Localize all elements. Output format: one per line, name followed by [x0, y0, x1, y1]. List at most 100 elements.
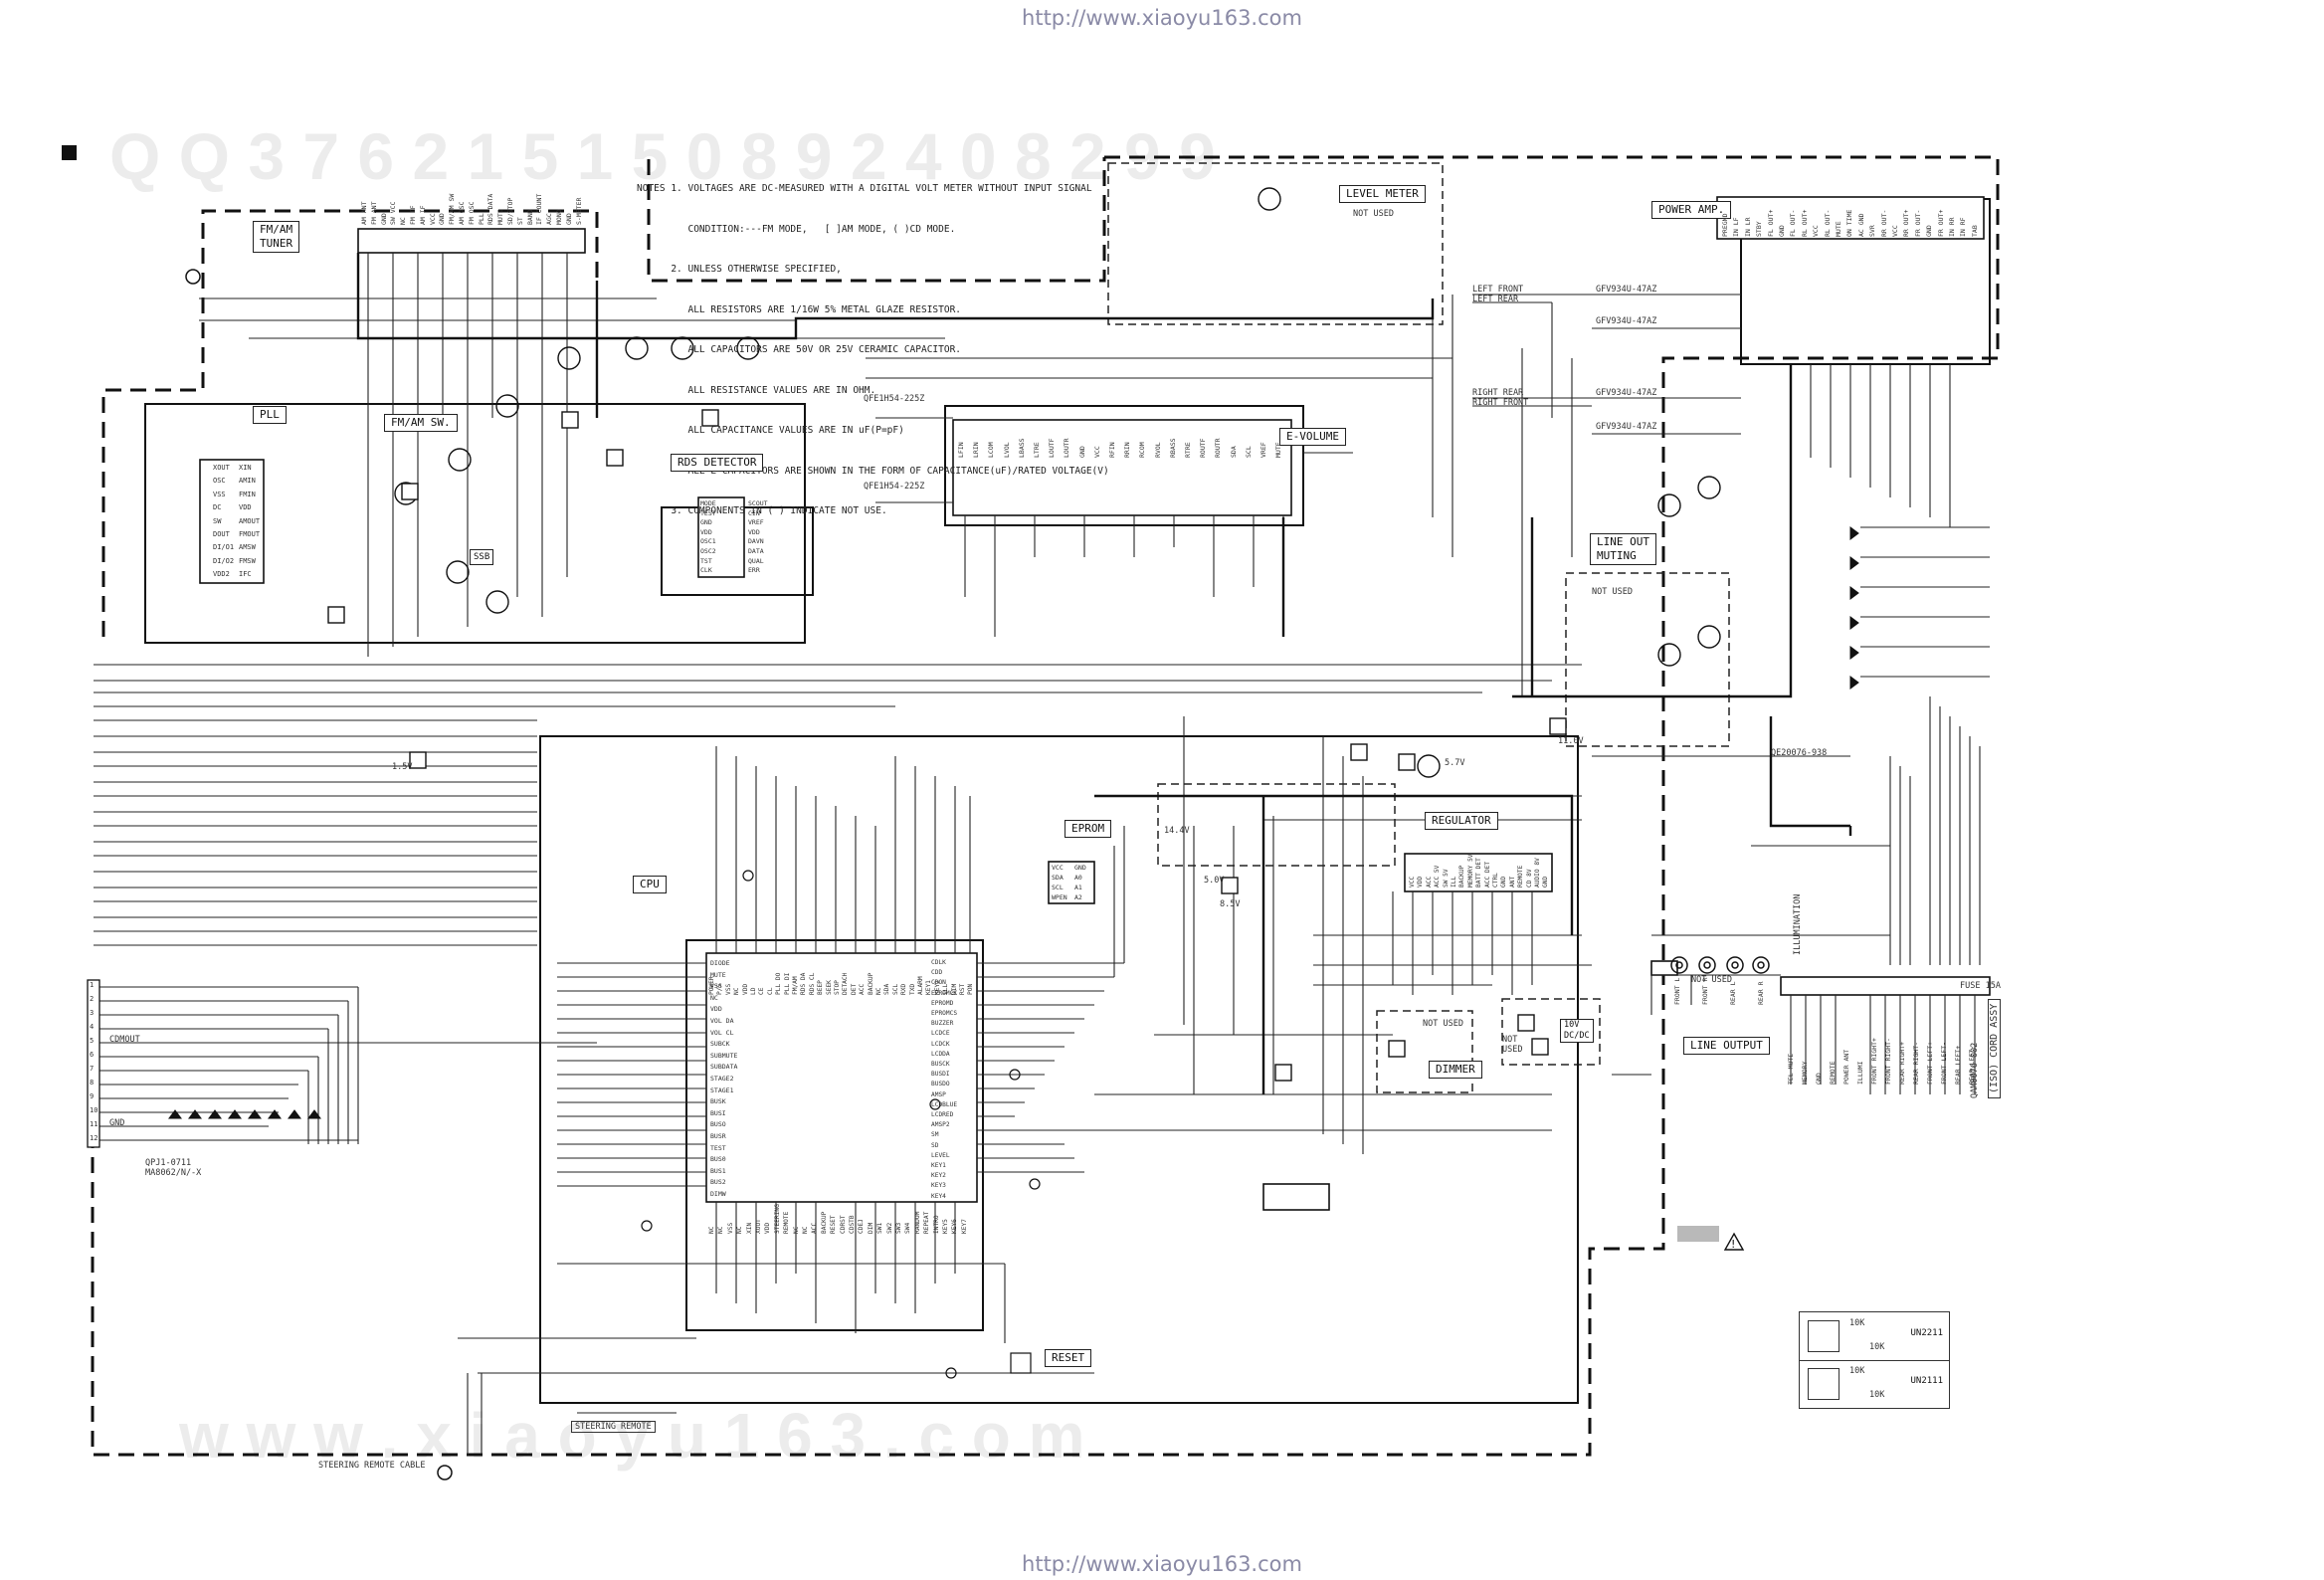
- pin-label: BUSDO: [931, 1081, 950, 1088]
- pin-label: KEY7: [960, 1219, 968, 1234]
- pin-label: ILLUMI: [1856, 1061, 1864, 1085]
- pin-label: ACC: [859, 983, 867, 995]
- pin-label: BUSDI: [931, 1071, 950, 1079]
- pin-label: STEERING: [773, 1204, 781, 1234]
- legend-resistor-value: 10K: [1849, 1366, 1865, 1376]
- pin-label: 9: [90, 1092, 95, 1100]
- transistor-legend: 10K 10K UN2211 10K 10K UN2111: [1799, 1311, 1950, 1409]
- pin-label: FRONT LEFT-: [1940, 1041, 1948, 1085]
- pin-label: TEST: [710, 1143, 726, 1152]
- pin-label: LBASS: [1017, 438, 1026, 458]
- pin-label: PLL DI: [783, 972, 791, 995]
- legend-resistor-value: 10K: [1869, 1390, 1885, 1400]
- pin-label: RDS DATA: [486, 193, 495, 225]
- pin-label: VREF: [1259, 442, 1267, 458]
- label-right-front: RIGHT FRONT: [1472, 398, 1529, 408]
- note-line: 3. COMPONENTS IN ( ) INDICATE NOT USE.: [637, 505, 887, 516]
- pin-label: LD: [750, 987, 757, 995]
- pin-label: VOL CL: [710, 1028, 734, 1037]
- pin-label: MODE: [700, 499, 716, 507]
- digital-transistor-symbol: [1808, 1368, 1840, 1400]
- pin-label: BUSO: [710, 1120, 726, 1129]
- pin-label: 5: [90, 1037, 95, 1045]
- pin-label: SDA: [1052, 874, 1064, 882]
- note-line: ALL RESISTANCE VALUES ARE IN OHM.: [637, 384, 876, 396]
- pin-label: VCC: [1092, 446, 1101, 458]
- voltage-label: 1.5V: [392, 762, 413, 772]
- watermark-bottom: w w w . x i a o y u 1 6 3 . c o m: [178, 1400, 1085, 1472]
- block-cpu: CPU: [633, 876, 667, 893]
- pin-label: SCOUT: [748, 499, 768, 507]
- pin-label: BUS0: [710, 1155, 726, 1164]
- pin-label: BACKUP: [867, 972, 874, 995]
- pin-label: VDD: [239, 503, 252, 512]
- pin-label: RANDOM: [913, 1211, 921, 1234]
- pin-label: CDLK: [931, 959, 946, 966]
- pin-label: CDSTB: [849, 1215, 856, 1234]
- label-part: GFV934U-47AZ: [1596, 285, 1657, 295]
- label-not-used: NOT USED: [1691, 975, 1732, 985]
- pin-label: 10: [90, 1106, 98, 1114]
- pin-label: GND: [1074, 864, 1086, 872]
- pin-label: REAR R: [1757, 981, 1765, 1005]
- pin-label: BUSI: [710, 1108, 726, 1117]
- pin-label: REAR LEFT+: [1954, 1045, 1962, 1085]
- pin-label: SW1: [876, 1222, 884, 1234]
- pin-label: SW: [213, 516, 222, 525]
- note-line: ALL CAPACITANCE VALUES ARE IN uF(P=pF): [637, 425, 904, 436]
- voltage-label: 5.0V: [1204, 876, 1225, 886]
- pin-label: OSC2: [700, 547, 716, 555]
- note-line: NOTES 1. VOLTAGES ARE DC-MEASURED WITH A…: [637, 183, 1092, 194]
- pin-label: CE: [758, 987, 766, 995]
- label-part-no: QPJ1-0711 MA8062/N/-X: [145, 1158, 202, 1178]
- block-line-output: LINE OUTPUT: [1683, 1037, 1770, 1055]
- pin-label: STAGE1: [710, 1086, 734, 1094]
- pin-label: IN LR: [1743, 217, 1752, 237]
- label-illumination: ILLUMINATION: [1793, 893, 1803, 955]
- pin-label: BATT DET: [1475, 858, 1483, 888]
- label-fuse: FUSE 15A: [1960, 981, 2001, 991]
- pin-label: AM OSC: [458, 201, 466, 225]
- pin-label: GND: [1815, 1073, 1823, 1085]
- pin-label: IF COUNT: [535, 193, 544, 225]
- pin-label: FRONT LEFT+: [1926, 1041, 1934, 1085]
- block-regulator: REGULATOR: [1425, 812, 1498, 830]
- block-ssb: SSB: [470, 549, 494, 565]
- pin-label: DIM: [867, 1222, 874, 1234]
- pin-label: DAVN: [748, 537, 764, 546]
- pin-label: SUBDATA: [710, 1063, 738, 1072]
- pin-label: BUSR: [710, 1132, 726, 1140]
- pin-label: TEST: [700, 508, 716, 517]
- pin-label: XIN: [239, 464, 252, 472]
- pin-label: DI/O2: [213, 556, 235, 565]
- pin-label: NC: [875, 987, 882, 995]
- block-reset: RESET: [1045, 1349, 1092, 1367]
- pin-label: SW4: [904, 1222, 912, 1234]
- pin-label: PREGND: [1721, 213, 1729, 237]
- pin-label: AUDIO 8V: [1534, 858, 1541, 888]
- pin-label: CDEJ: [858, 1219, 866, 1234]
- pin-label: LEVEL: [931, 1151, 950, 1159]
- label-part: QFE1H54-225Z: [864, 394, 925, 404]
- pin-label: LVOL: [1002, 442, 1011, 458]
- legend-row: 10K 10K UN2111: [1800, 1360, 1949, 1408]
- pin-label: GND: [1077, 446, 1086, 458]
- pin-label: SD/STOP: [506, 197, 514, 225]
- pin-label: RL OUT-: [1823, 209, 1832, 237]
- pin-label: STAGE2: [710, 1075, 734, 1083]
- left-connector-label: CDMOUT: [109, 1035, 140, 1045]
- ic-bodies: [199, 196, 1991, 1211]
- misc-components: [641, 870, 1041, 1379]
- pin-label: ACC: [1425, 876, 1433, 888]
- pin-label: VCC: [1409, 876, 1416, 888]
- block-pll: PLL: [253, 406, 287, 424]
- block-power-amp: POWER AMP.: [1651, 201, 1732, 219]
- pin-label: CLK: [700, 566, 712, 575]
- pin-label: BUSK: [710, 1097, 726, 1106]
- pin-label: KEY5: [942, 1219, 949, 1234]
- pin-label: FMIN: [239, 490, 256, 498]
- thick-wiring: [356, 253, 1852, 1094]
- pin-label: ST: [515, 217, 524, 225]
- label-part: GFV934U-47AZ: [1596, 316, 1657, 326]
